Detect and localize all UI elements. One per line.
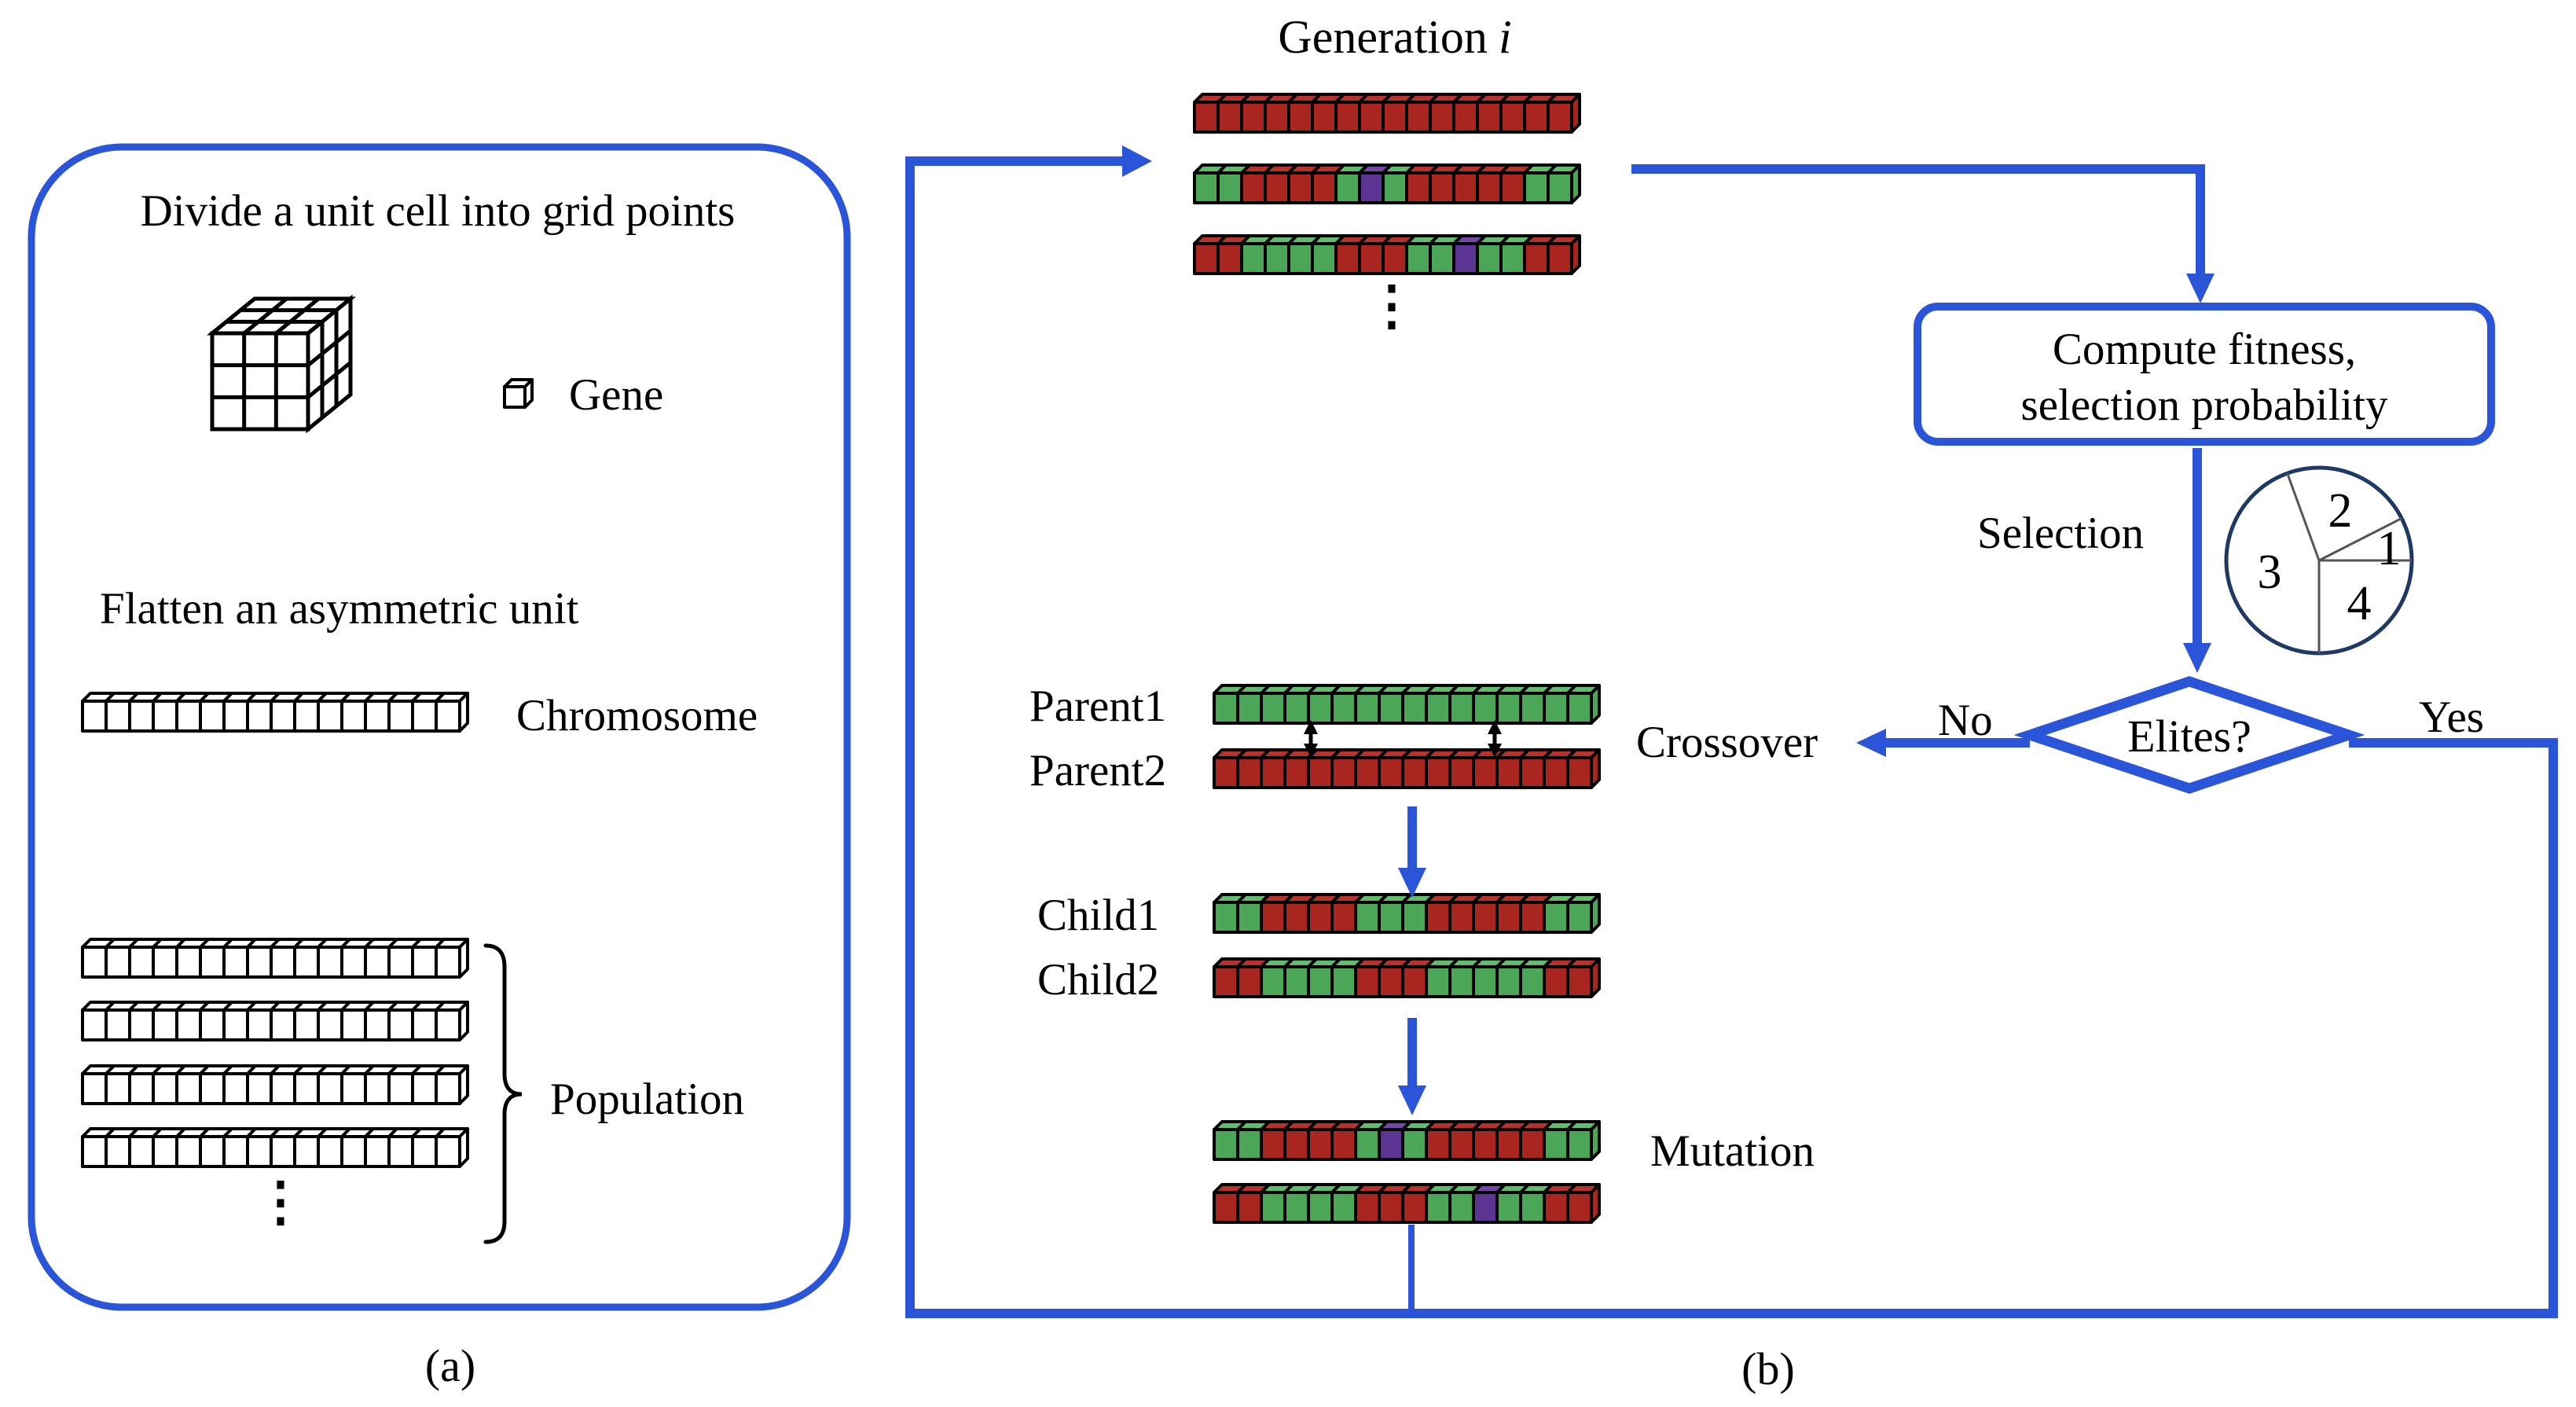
population-brace: [483, 943, 523, 1244]
wheel-sector-3: 3: [2257, 545, 2282, 599]
wheel-sector-2: 2: [2328, 483, 2353, 538]
compute-box-line1: Compute fitness,: [2052, 325, 2357, 374]
generation-index: i: [1498, 11, 1512, 63]
chromosome-row: [81, 692, 469, 733]
crossover-label: Crossover: [1636, 718, 1818, 767]
flow-lines: [905, 145, 2558, 1318]
to-compute-line: [1631, 164, 2205, 275]
parent1-row: [1213, 684, 1601, 725]
parent2-row: [1213, 748, 1601, 789]
crossover-swap-arrow-1: [1304, 720, 1318, 758]
panel-a-frame: [28, 143, 851, 1311]
wheel-sector-1: 1: [2376, 521, 2402, 575]
mutated1-row: [1213, 1120, 1601, 1161]
gene-cube: [503, 378, 534, 409]
compute-box: [1914, 303, 2495, 446]
chromosome-label: Chromosome: [516, 691, 758, 740]
parent2-label: Parent2: [1029, 746, 1167, 795]
mutated2-row: [1213, 1183, 1601, 1224]
generation-title-text: Generation: [1278, 11, 1488, 63]
crossover-swap-arrow-2: [1488, 720, 1502, 758]
parent1-label: Parent1: [1029, 681, 1167, 731]
gene-label: Gene: [569, 370, 664, 420]
crossover-down-arrowhead: [1398, 868, 1426, 898]
child1-label: Child1: [1037, 891, 1160, 940]
population-row-4: [81, 1127, 469, 1168]
no-label: No: [1938, 696, 1993, 745]
generation-ellipsis: ⋮: [1365, 276, 1420, 336]
generation-row-1: [1193, 93, 1581, 134]
generation-row-3: [1193, 234, 1581, 275]
child1-row: [1213, 893, 1601, 934]
decision-label: Elites?: [2127, 711, 2251, 762]
population-row-1: [81, 938, 469, 979]
selection-arrowhead: [2183, 643, 2211, 673]
compute-box-line2: selection probability: [2020, 380, 2388, 430]
population-label: Population: [550, 1075, 745, 1124]
population-ellipsis: ⋮: [254, 1172, 309, 1232]
child2-label: Child2: [1037, 955, 1160, 1005]
mutation-label: Mutation: [1650, 1126, 1815, 1176]
wheel-sector-4: 4: [2347, 576, 2372, 630]
panel-a-title: Divide a unit cell into grid points: [140, 186, 736, 236]
flatten-title: Flatten an asymmetric unit: [100, 584, 579, 634]
no-arrowhead: [1856, 729, 1886, 757]
selection-label: Selection: [1977, 509, 2145, 558]
to-compute-arrowhead: [2186, 274, 2215, 303]
loop-arrowhead: [1122, 145, 1152, 177]
loop-line: [905, 156, 2558, 1318]
selection-wheel: [2224, 465, 2414, 656]
child2-row: [1213, 957, 1601, 998]
mutation-down-arrowhead: [1398, 1086, 1426, 1115]
population-row-2: [81, 1001, 469, 1041]
panel-a-caption: (a): [424, 1340, 476, 1391]
decision-diamond: [2013, 676, 2365, 794]
panel-b-caption: (b): [1741, 1343, 1795, 1394]
yes-label: Yes: [2419, 692, 2484, 742]
population-row-3: [81, 1064, 469, 1105]
generation-row-2: [1193, 163, 1581, 204]
unit-cell-cube: [206, 294, 357, 434]
